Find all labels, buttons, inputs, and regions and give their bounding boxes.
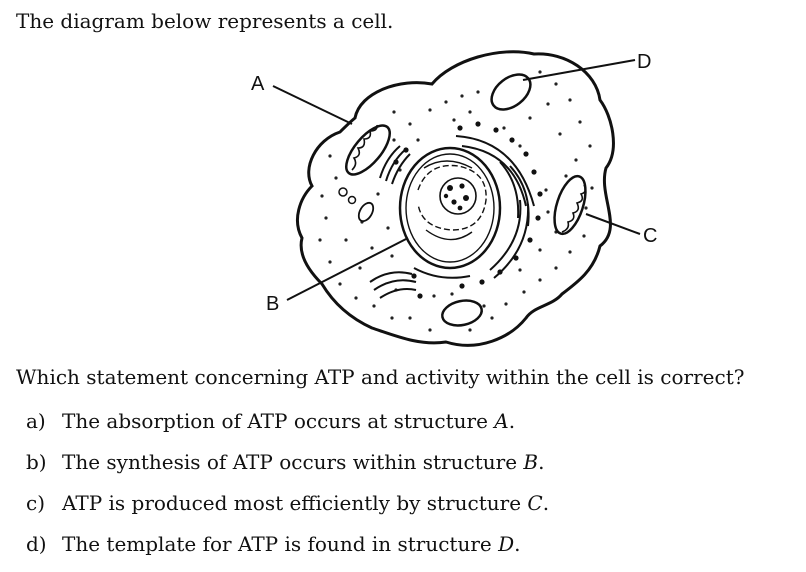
choice-end: .	[542, 491, 550, 515]
label-b: B	[266, 293, 279, 315]
choice-text: The absorption of ATP occurs at structur…	[62, 409, 488, 433]
golgi-lower	[369, 271, 417, 299]
leader-line-a	[272, 85, 353, 125]
choice-d[interactable]: d) The template for ATP is found in struc…	[26, 531, 521, 557]
leader-line-b	[286, 237, 409, 301]
choice-letter: a)	[26, 409, 46, 433]
endoplasmic-reticulum	[413, 135, 535, 279]
choice-letter: d)	[26, 532, 47, 556]
label-a: A	[251, 73, 265, 95]
choice-letter: b)	[26, 450, 47, 474]
choice-a[interactable]: a) The absorption of ATP occurs at struct…	[26, 408, 515, 434]
nucleolus	[439, 177, 477, 215]
choice-text: ATP is produced most efficiently by stru…	[62, 491, 522, 515]
choice-end: .	[538, 450, 545, 474]
question-text: Which statement concerning ATP and activ…	[16, 365, 745, 389]
choice-text: The template for ATP is found in structu…	[62, 532, 492, 556]
choice-b[interactable]: b) The synthesis of ATP occurs within str…	[26, 449, 544, 475]
intro-text: The diagram below represents a cell.	[16, 9, 394, 33]
choice-text: The synthesis of ATP occurs within struc…	[62, 450, 518, 474]
choice-c[interactable]: c) ATP is produced most efficiently by st…	[26, 490, 549, 516]
choice-structure: C	[527, 491, 543, 515]
choice-end: .	[508, 409, 516, 433]
choice-end: .	[514, 532, 521, 556]
leader-line-c	[585, 213, 641, 235]
golgi-upper	[379, 145, 411, 185]
mitochondrion-left	[345, 124, 391, 176]
label-c: C	[643, 225, 657, 247]
label-d: D	[637, 51, 651, 73]
choice-structure: B	[523, 450, 539, 474]
choice-structure: A	[494, 409, 509, 433]
leader-line-d	[522, 59, 636, 81]
mitochondrion-right	[553, 174, 587, 236]
lower-vacuole	[441, 299, 483, 327]
choice-structure: D	[498, 532, 515, 556]
choice-letter: c)	[26, 491, 46, 515]
